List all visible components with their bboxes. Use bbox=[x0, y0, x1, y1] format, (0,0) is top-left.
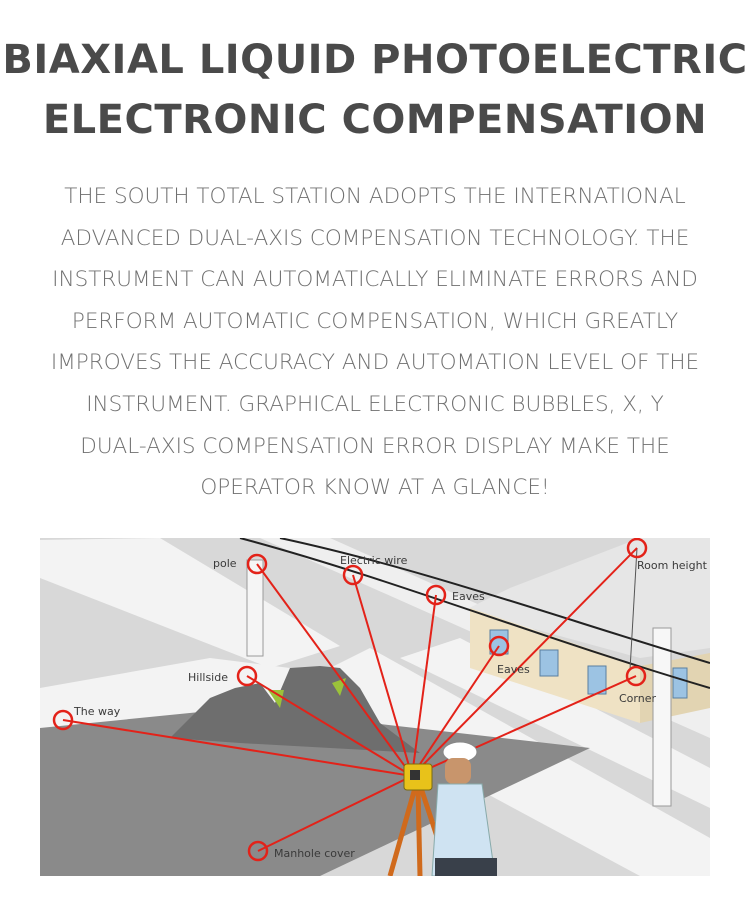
window bbox=[539, 649, 559, 677]
description-paragraph: THE SOUTH TOTAL STATION ADOPTS THE INTER… bbox=[20, 176, 730, 509]
road-upper-left bbox=[40, 538, 340, 668]
target-lines bbox=[62, 547, 638, 852]
label-manhole-cover: Manhole cover bbox=[274, 847, 355, 860]
window bbox=[489, 629, 509, 655]
label-corner: Corner bbox=[619, 692, 656, 705]
pole-left bbox=[246, 559, 264, 657]
label-eaves-top: Eaves bbox=[452, 590, 485, 603]
road-right bbox=[400, 638, 710, 808]
label-pole: pole bbox=[213, 557, 237, 570]
description-line: PERFORM AUTOMATIC COMPENSATION, WHICH GR… bbox=[71, 308, 679, 334]
description-line: DUAL-AXIS COMPENSATION ERROR DISPLAY MAK… bbox=[80, 433, 670, 459]
title-line-2: ELECTRONIC COMPENSATION bbox=[42, 97, 708, 143]
page-title: BIAXIAL LIQUID PHOTOELECTRIC ELECTRONIC … bbox=[0, 30, 750, 150]
description-line: ADVANCED DUAL-AXIS COMPENSATION TECHNOLO… bbox=[60, 225, 690, 251]
hillside bbox=[170, 666, 420, 753]
description-line: OPERATOR KNOW AT A GLANCE! bbox=[200, 475, 550, 501]
label-electric-wire: Electric wire bbox=[340, 554, 408, 567]
label-eaves-mid: Eaves bbox=[497, 663, 530, 676]
hill-marker-1 bbox=[268, 690, 284, 708]
surveyor bbox=[431, 741, 497, 876]
description-line: INSTRUMENT. GRAPHICAL ELECTRONIC BUBBLES… bbox=[86, 391, 664, 417]
survey-scene: pole Electric wire Room height Eaves Eav… bbox=[40, 538, 710, 876]
survey-illustration: pole Electric wire Room height Eaves Eav… bbox=[40, 538, 710, 876]
window bbox=[672, 667, 688, 699]
label-the-way: The way bbox=[73, 705, 121, 718]
label-room-height: Room height bbox=[637, 559, 708, 572]
description-line: THE SOUTH TOTAL STATION ADOPTS THE INTER… bbox=[64, 184, 686, 209]
description-line: IMPROVES THE ACCURACY AND AUTOMATION LEV… bbox=[50, 350, 700, 376]
label-hillside: Hillside bbox=[188, 671, 228, 684]
target-circles bbox=[52, 538, 648, 862]
title-line-1: BIAXIAL LIQUID PHOTOELECTRIC bbox=[2, 37, 748, 83]
electric-wire-2 bbox=[239, 538, 710, 689]
room-height-line bbox=[629, 547, 638, 671]
pole-right bbox=[652, 627, 672, 807]
description-line: INSTRUMENT CAN AUTOMATICALLY ELIMINATE E… bbox=[52, 267, 698, 293]
electric-wire bbox=[279, 538, 710, 664]
